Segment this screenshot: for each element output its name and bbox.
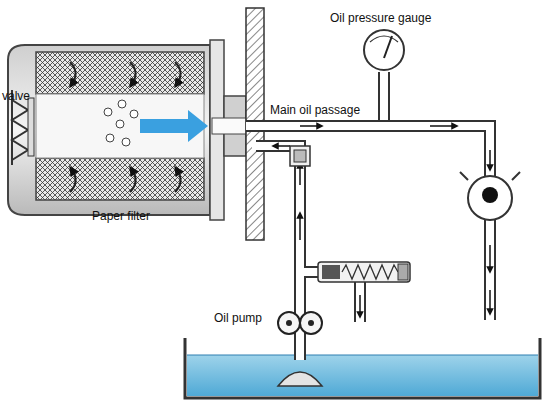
part-label: Oil pressure gauge [330, 12, 431, 25]
flow-valve [460, 172, 520, 220]
part-label: valve [2, 90, 30, 103]
oil-tray [185, 338, 540, 398]
oil-pipes [246, 72, 490, 360]
oil-pressure-gauge [364, 30, 404, 70]
paper-filter-element [36, 158, 204, 200]
oil-pump-gears [278, 312, 322, 334]
flow-arrow [140, 110, 208, 142]
paper-filter-element [36, 52, 204, 94]
part-label: Main oil passage [270, 104, 360, 117]
relief-valve [318, 262, 410, 282]
part-label: Oil pump [214, 312, 262, 325]
check-valve [290, 146, 310, 166]
filter-canister [8, 45, 210, 215]
oil-strainer [278, 372, 322, 386]
oil-bath [187, 355, 538, 396]
part-label: Paper filter [92, 210, 150, 223]
